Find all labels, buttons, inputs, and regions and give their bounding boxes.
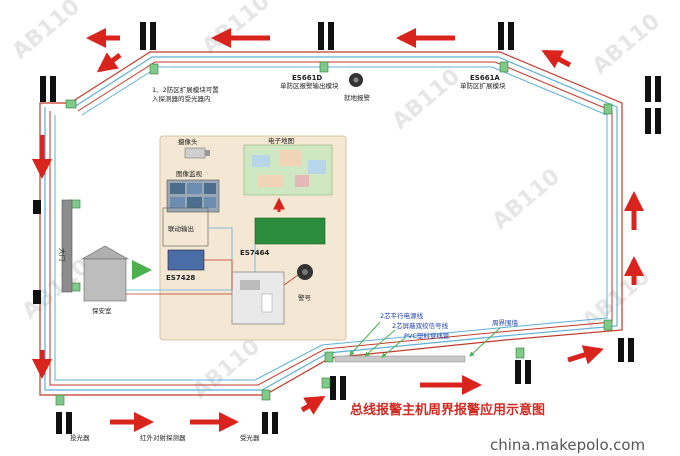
diagram-title: 总线报警主机周界报警应用示意图 <box>350 402 545 418</box>
transmitter-label: 投光器 <box>70 433 90 442</box>
siren-top-label: 就地报警 <box>344 93 371 102</box>
site-watermark: china.makepolo.com <box>490 436 645 454</box>
guard-room-icon <box>83 258 127 302</box>
receiver-label: 受光器 <box>240 433 260 442</box>
module-es661a-desc: 单防区扩展模块 <box>460 81 506 90</box>
watermark: AB110 <box>588 9 665 79</box>
watermark: AB110 <box>388 64 465 134</box>
es7428-module <box>167 249 205 271</box>
pvc-pipe-icon <box>334 355 466 363</box>
linkage-label: 联动输出 <box>168 224 194 233</box>
guard-room-label: 保安室 <box>92 306 112 315</box>
module-es661a-label: ES661A <box>470 74 500 82</box>
arrow-up-right <box>567 345 604 365</box>
watermark: AB110 <box>18 254 95 324</box>
monitor-label: 图像监视 <box>176 169 203 178</box>
fence-label: 周界围墙 <box>492 318 519 327</box>
cable-power-label: 2芯平行电源线 <box>380 311 424 320</box>
watermark: AB110 <box>198 0 275 60</box>
watermark: AB110 <box>8 0 85 65</box>
es7464-label: ES7464 <box>240 249 269 257</box>
watermark: AB110 <box>488 164 565 234</box>
ir-detector-label: 红外对射探测器 <box>140 433 186 442</box>
camera-icon <box>184 147 206 159</box>
cable-signal-label: 2芯屏蔽双绞信号线 <box>392 321 449 330</box>
flow-arrows <box>32 28 644 432</box>
linkage-box <box>162 207 209 247</box>
labels: 1、2防区扩展模块可置 入探测器的受光器内 ES661D 单防区报警输出模块 就… <box>58 74 645 454</box>
module-es661d-desc: 单防区报警输出模块 <box>280 81 339 90</box>
alarm-host-cabinet <box>231 271 285 325</box>
es7464-board <box>254 217 326 245</box>
perimeter-modules <box>55 61 613 406</box>
note-line-2: 入探测器的受光器内 <box>152 94 211 103</box>
entrance-area <box>61 199 232 302</box>
emap-label: 电子地图 <box>268 136 294 145</box>
guard-room-roof <box>80 245 130 260</box>
arrow-down-left <box>96 52 122 73</box>
es7428-label: ES7428 <box>166 274 195 282</box>
gate-label: 大门 <box>58 248 67 261</box>
watermark: AB110 <box>188 334 265 404</box>
camera-label: 摄像头 <box>178 137 198 146</box>
arrow-up-left <box>541 49 572 69</box>
alarm-horn-label: 警号 <box>298 293 312 302</box>
detector-posts <box>33 22 661 434</box>
cable-pvc-label: PVC塑料穿线管 <box>404 331 450 340</box>
module-es661d-label: ES661D <box>292 74 322 82</box>
arrow-up-right <box>300 395 326 415</box>
outer-wire-blue <box>44 56 618 391</box>
control-center <box>159 135 347 341</box>
gate-icon <box>61 199 73 293</box>
cable-callouts <box>349 321 501 358</box>
note-line-1: 1、2防区扩展模块可置 <box>152 85 219 94</box>
